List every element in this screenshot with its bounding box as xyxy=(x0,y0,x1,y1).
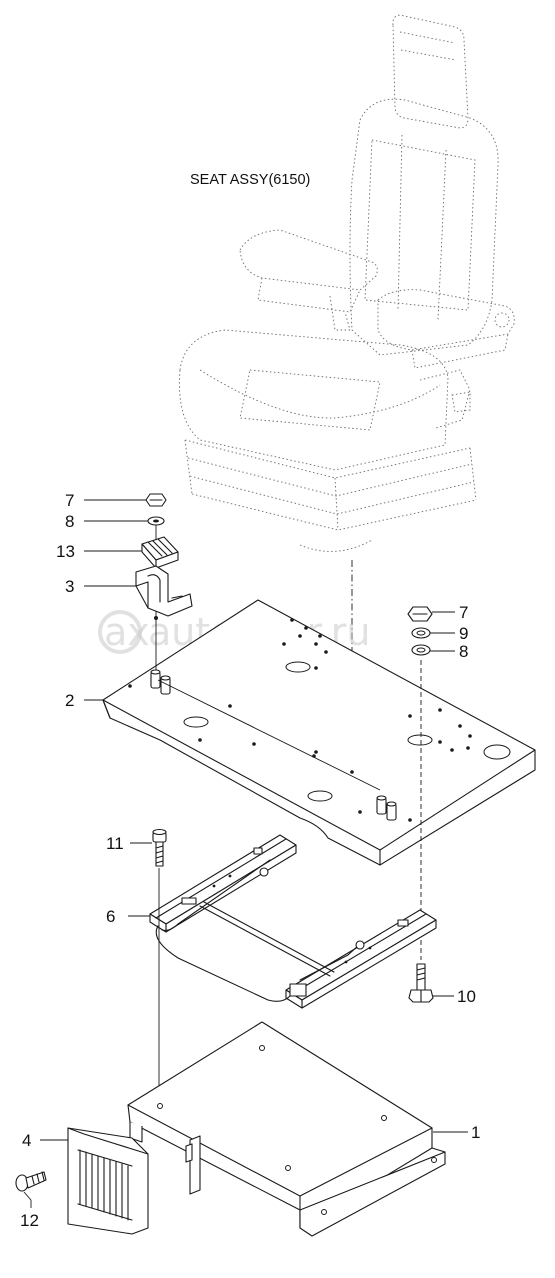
callout-10: 10 xyxy=(457,987,476,1006)
washer-8-left xyxy=(147,516,165,526)
callout-13: 13 xyxy=(56,542,75,561)
clamp-13 xyxy=(141,536,179,569)
callout-2: 2 xyxy=(65,691,74,710)
washer-8-right xyxy=(411,644,431,656)
callout-8-left: 8 xyxy=(65,512,74,531)
right-studs xyxy=(376,795,397,821)
seat-assy-outline xyxy=(179,14,515,552)
callout-4: 4 xyxy=(22,1131,31,1150)
callout-7-right: 7 xyxy=(459,603,468,622)
bolt-10 xyxy=(408,963,434,1003)
callout-12: 12 xyxy=(20,1211,39,1230)
left-studs xyxy=(150,669,171,695)
nut-7-right xyxy=(407,606,433,622)
callout-numbers: 7 8 13 3 7 9 8 2 11 6 10 1 4 12 xyxy=(20,491,480,1230)
callout-6: 6 xyxy=(106,907,115,926)
bolt-11 xyxy=(152,828,167,867)
callout-3: 3 xyxy=(65,577,74,596)
lock-washer-9 xyxy=(411,627,431,639)
callout-11: 11 xyxy=(106,834,124,853)
callout-7-left: 7 xyxy=(65,491,74,510)
callout-1: 1 xyxy=(471,1123,480,1142)
seat-base-1 xyxy=(127,1021,446,1237)
stud-line xyxy=(157,679,381,791)
leader-lines xyxy=(23,499,468,1208)
screw-12 xyxy=(15,1171,47,1192)
slide-rail-assembly-6 xyxy=(149,834,437,1009)
callout-8-right: 8 xyxy=(459,642,468,661)
nut-7-left xyxy=(145,493,167,507)
seat-mounting-plate xyxy=(102,599,536,866)
callout-9: 9 xyxy=(459,624,468,643)
watermark-logo: ax xyxy=(104,610,150,654)
cover-4 xyxy=(67,1127,149,1235)
seat-assy-title: SEAT ASSY(6150) xyxy=(190,172,310,188)
bracket-3 xyxy=(135,565,193,617)
